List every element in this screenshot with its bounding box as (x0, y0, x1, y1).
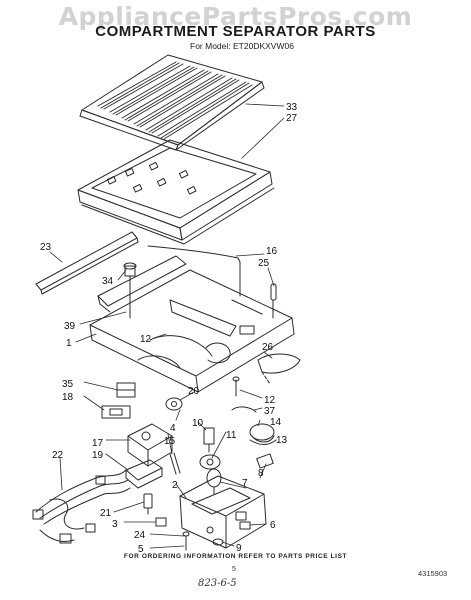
trim-strip (35, 231, 139, 295)
spacer-6 (239, 521, 251, 530)
callout-39: 39 (64, 321, 76, 332)
control-housing (127, 423, 173, 467)
callout-24: 24 (134, 530, 146, 541)
callout-6: 6 (270, 520, 276, 531)
shaft (169, 452, 181, 475)
callout-14: 14 (270, 417, 282, 428)
callout-33: 33 (286, 102, 298, 113)
callout-1: 1 (66, 338, 72, 349)
switch-10 (203, 427, 215, 453)
callout-9: 9 (236, 543, 242, 554)
callout-37: 37 (264, 406, 276, 417)
harness-wire (147, 245, 241, 297)
connector-13 (249, 439, 277, 445)
callout-25: 25 (258, 258, 270, 269)
thermostat (125, 459, 163, 489)
damper-knob (165, 397, 183, 411)
mounting-clip (116, 382, 136, 398)
gasket-piece (257, 353, 301, 374)
callout-34: 34 (102, 276, 114, 287)
callout-7: 7 (242, 478, 248, 489)
sensor-bulb (270, 283, 277, 319)
handwritten-note: 823-6-5 (198, 578, 237, 589)
bottom-housing (179, 475, 267, 549)
callout-labels: 33 27 23 16 25 34 39 1 12 26 35 18 20 12… (40, 102, 298, 555)
divider-base (89, 255, 295, 393)
model-subtitle: For Model: ET20DKXVW06 (190, 41, 294, 51)
light-bulb (206, 468, 222, 495)
callout-27: 27 (286, 113, 298, 124)
callout-17: 17 (92, 438, 104, 449)
bracket-plate (101, 405, 131, 419)
document-part-number: 4315903 (418, 569, 448, 578)
page-number: 5 (232, 566, 236, 573)
damper-11 (199, 454, 221, 470)
callout-16: 16 (266, 246, 278, 257)
callout-26: 26 (262, 342, 274, 353)
watermark: AppliancePartsPros.com (58, 2, 413, 31)
callout-3: 3 (112, 519, 118, 530)
ordering-note: FOR ORDERING INFORMATION REFER TO PARTS … (123, 553, 348, 560)
callout-22: 22 (52, 450, 64, 461)
callout-2: 2 (172, 480, 178, 491)
leader-lines (49, 103, 285, 549)
callout-19: 19 (92, 450, 104, 461)
separator-frame (77, 139, 275, 245)
callout-12-upper: 12 (140, 334, 152, 345)
plug-fastener (123, 262, 137, 319)
plug-21 (143, 493, 153, 515)
callout-13: 13 (276, 435, 288, 446)
callout-4: 4 (170, 423, 176, 434)
screw-12 (232, 376, 240, 397)
callout-8: 8 (258, 468, 264, 479)
callout-10: 10 (192, 418, 204, 429)
callout-20: 20 (188, 386, 200, 397)
clip-37 (231, 406, 257, 413)
callout-15: 15 (164, 436, 176, 447)
callout-35: 35 (62, 379, 74, 390)
callout-11: 11 (226, 430, 237, 441)
clip-3 (155, 517, 167, 527)
lamp-socket-8 (256, 453, 274, 469)
grille-shelf (79, 54, 265, 151)
motor-14 (249, 423, 275, 443)
callout-12-lower: 12 (264, 395, 276, 406)
screw-5 (182, 531, 190, 551)
callout-5: 5 (138, 544, 144, 555)
wiring-harness (32, 469, 131, 544)
page-title: COMPARTMENT SEPARATOR PARTS (95, 23, 376, 40)
callout-23: 23 (40, 242, 52, 253)
callout-18: 18 (62, 392, 74, 403)
callout-21: 21 (100, 508, 112, 519)
